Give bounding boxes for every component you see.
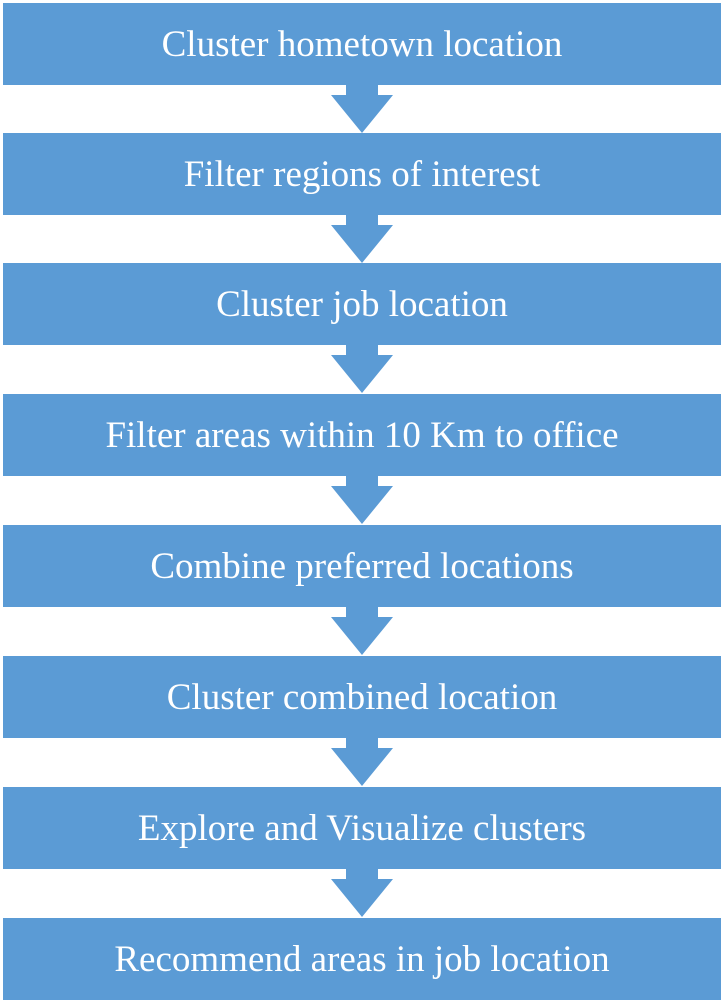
down-arrow-icon — [331, 869, 393, 917]
step-recommend-areas-in-job-location: Recommend areas in job location — [3, 918, 721, 1000]
step-cluster-combined-location: Cluster combined location — [3, 656, 721, 738]
step-label: Cluster job location — [216, 283, 508, 325]
down-arrow-icon — [331, 85, 393, 133]
step-label: Filter areas within 10 Km to office — [105, 414, 619, 456]
step-label: Recommend areas in job location — [114, 938, 610, 980]
step-cluster-hometown-location: Cluster hometown location — [3, 3, 721, 85]
step-explore-and-visualize-clusters: Explore and Visualize clusters — [3, 787, 721, 869]
step-combine-preferred-locations: Combine preferred locations — [3, 525, 721, 607]
step-label: Filter regions of interest — [183, 153, 541, 195]
down-arrow-icon — [331, 607, 393, 655]
step-label: Cluster combined location — [166, 676, 558, 718]
step-cluster-job-location: Cluster job location — [3, 263, 721, 345]
down-arrow-icon — [331, 738, 393, 786]
down-arrow-icon — [331, 215, 393, 263]
step-label: Combine preferred locations — [150, 545, 574, 587]
step-label: Explore and Visualize clusters — [137, 807, 587, 849]
step-filter-areas-within-10km: Filter areas within 10 Km to office — [3, 394, 721, 476]
down-arrow-icon — [331, 476, 393, 524]
down-arrow-icon — [331, 345, 393, 393]
step-filter-regions-of-interest: Filter regions of interest — [3, 133, 721, 215]
step-label: Cluster hometown location — [161, 23, 563, 65]
